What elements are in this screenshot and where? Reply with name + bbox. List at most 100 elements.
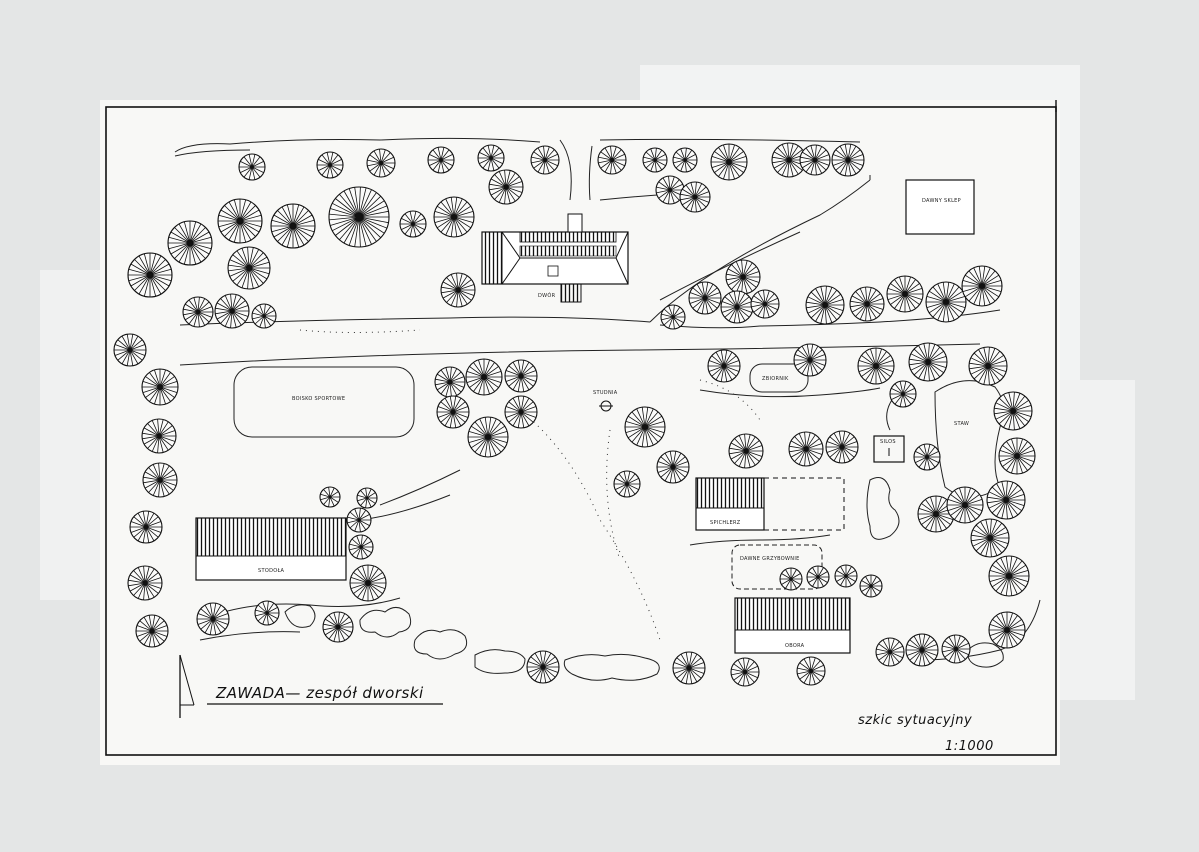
pond-outline [934, 380, 1005, 498]
tree-icon [913, 443, 941, 471]
tree-icon [597, 145, 627, 175]
label-well: STUDNIA [593, 390, 618, 396]
label-manor: DWÓR [538, 292, 556, 299]
tree-icon [467, 416, 509, 458]
hedges [284, 477, 1004, 681]
tree-icon [728, 433, 764, 469]
tree-icon [988, 611, 1026, 649]
sports-field [233, 366, 415, 438]
tree-icon [908, 342, 948, 382]
tree-icon [941, 634, 971, 664]
tree-icon [725, 259, 761, 295]
tree-icon [227, 246, 271, 290]
tree-icon [796, 656, 826, 686]
tree-icon [998, 437, 1036, 475]
tree-icon [142, 462, 178, 498]
tree-icon [986, 480, 1026, 520]
tree-icon [849, 286, 885, 322]
tree-icon [477, 144, 505, 172]
label-cowshed: OBORA [785, 643, 805, 649]
tree-icon [660, 304, 686, 330]
tree-icon [504, 395, 538, 429]
tree-icon [129, 510, 163, 544]
tree-icon [214, 293, 250, 329]
tree-icon [859, 574, 883, 598]
tree-icon [968, 346, 1008, 386]
tree-icon [434, 366, 466, 398]
tree-icon [319, 486, 341, 508]
label-former-greenhouses: DAWNE GRZYBOWNIE [740, 556, 800, 562]
tree-icon [805, 285, 845, 325]
tree-icon [316, 151, 344, 179]
paths [174, 137, 1041, 661]
tree-icon [917, 495, 955, 533]
tree-icon [135, 614, 169, 648]
tree-icon [993, 391, 1033, 431]
tree-icon [141, 418, 177, 454]
tree-icon [141, 368, 179, 406]
tree-icon [825, 430, 859, 464]
tree-icon [348, 534, 374, 560]
label-granary: SPICHLERZ [710, 520, 741, 526]
label-pond: STAW [954, 421, 969, 427]
tree-icon [946, 486, 984, 524]
silo-box [873, 435, 905, 463]
tree-icon [217, 198, 263, 244]
map-frame [105, 106, 1057, 756]
label-sports-field: BOISKO SPORTOWE [292, 396, 345, 402]
map-title: ZAWADA— zespół dworski [215, 684, 424, 702]
tree-icon [440, 272, 476, 308]
cellar-building [905, 179, 975, 235]
manor-house [481, 213, 629, 303]
tree-icon [127, 565, 163, 601]
tree-icon [613, 470, 641, 498]
tree-icon [399, 210, 427, 238]
label-tank: ZBIORNIK [762, 376, 789, 382]
tree-icon [961, 265, 1003, 307]
tree-icon [970, 518, 1010, 558]
tree-icon [427, 146, 455, 174]
tree-icon [779, 567, 803, 591]
tree-icon [710, 143, 748, 181]
tree-icon [679, 181, 711, 213]
tree-icon [349, 564, 387, 602]
granary-building [695, 477, 845, 531]
cowshed-building [734, 597, 851, 654]
tree-icon [251, 303, 277, 329]
label-barn: STODOŁA [258, 568, 285, 574]
tree-icon [793, 343, 827, 377]
tree-icon [624, 406, 666, 448]
tree-icon [688, 281, 722, 315]
tree-icon [750, 289, 780, 319]
tree-icon [488, 169, 524, 205]
tree-icon [356, 487, 378, 509]
tree-icon [656, 450, 690, 484]
tree-icon [925, 281, 967, 323]
tree-icon [254, 600, 280, 626]
tree-icon [806, 565, 830, 589]
tree-icon [788, 431, 824, 467]
tree-icon [433, 196, 475, 238]
tree-icon [530, 145, 560, 175]
tree-icon [328, 186, 390, 248]
tree-icon [642, 147, 668, 173]
tree-icon [182, 296, 214, 328]
tree-icon [465, 358, 503, 396]
tree-icon [875, 637, 905, 667]
tree-icon [988, 555, 1030, 597]
tree-icon [127, 252, 173, 298]
tank-outline [749, 363, 809, 393]
well-symbol [599, 400, 613, 412]
tree-icon [672, 147, 698, 173]
tree-icon [196, 602, 230, 636]
tree-icon [886, 275, 924, 313]
tree-icon [857, 347, 895, 385]
label-silo: SILOS [880, 439, 896, 445]
tree-icon [167, 220, 213, 266]
tree-icon [799, 144, 831, 176]
tree-icon [504, 359, 538, 393]
tree-group [113, 142, 1036, 687]
tree-icon [113, 333, 147, 367]
tree-icon [436, 395, 470, 429]
tree-icon [834, 564, 858, 588]
